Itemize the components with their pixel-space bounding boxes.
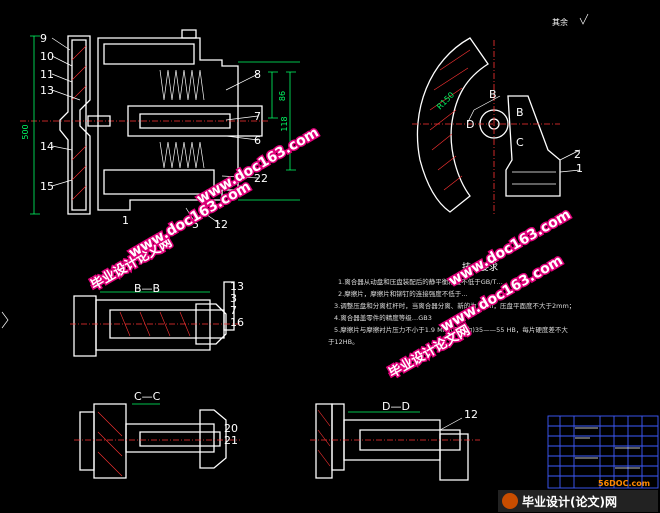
watermark-url-4: www.doc163.com <box>446 206 574 289</box>
section-cc-label-21: 21 <box>224 434 238 447</box>
part-label-1: 1 <box>122 214 129 227</box>
tech-req-line-2: 2.摩擦片，摩擦片和铆钉的连接强度不低于… <box>338 289 468 298</box>
watermark-url-1: www.doc163.com <box>126 178 254 261</box>
section-bb-title: B—B <box>134 282 160 295</box>
part-label-12: 12 <box>214 218 228 231</box>
section-cc-title: C—C <box>134 390 161 403</box>
detail-part-1: 1 <box>576 162 583 175</box>
part-label-10: 10 <box>40 50 54 63</box>
section-dd-view: D—D 12 <box>310 400 480 481</box>
technical-requirements: 技术要求 1.离合器从动盘和压盘装配后的静平衡精度不低于GB/T… 2.摩擦片，… <box>328 261 575 346</box>
detail-part-2: 2 <box>574 148 581 161</box>
title-block <box>547 415 659 489</box>
section-dd-label-12: 12 <box>464 408 478 421</box>
part-label-7: 7 <box>254 110 261 123</box>
part-label-14: 14 <box>40 140 54 153</box>
part-label-6: 6 <box>254 134 261 147</box>
tech-req-line-3: 3.调整压盘和分离杠杆时，当离合器分离、新的为1mm，压盘平面度不大于2mm； <box>334 301 575 310</box>
tech-req-title: 技术要求 <box>462 261 498 273</box>
detail-label-b-right: B <box>516 106 524 119</box>
part-label-9: 9 <box>40 32 47 45</box>
detail-view: B B D C 2 1 R150 <box>412 37 583 214</box>
main-assembly-view: 500 86 118 9 10 11 13 14 15 8 7 6 22 1 5… <box>20 29 300 231</box>
detail-label-c: C <box>516 136 524 149</box>
footer-logo: 56DOC.com 毕业设计(论文)网 <box>498 479 658 512</box>
section-cc-view: C—C 20 21 <box>74 390 240 479</box>
footer-logo-icon <box>502 493 518 509</box>
tech-req-line-4: 4.离合器盖零件的精度等级…GB3 <box>334 313 432 322</box>
part-label-11: 11 <box>40 68 54 81</box>
part-label-15: 15 <box>40 180 54 193</box>
dim-500: 500 <box>21 124 30 139</box>
footer-url: 56DOC.com <box>598 479 650 488</box>
section-bb-label-7: 7 <box>230 304 237 317</box>
section-bb-view: B—B 13 3 7 16 <box>70 280 244 357</box>
dim-118: 118 <box>280 116 289 131</box>
edge-marker <box>1 311 9 329</box>
radius-dim: R150 <box>435 90 456 111</box>
tech-req-line-5: 5.摩擦片与摩擦衬片压力不小于1.9 MPa(压紧力)35——55 HB，每片硬… <box>334 325 568 334</box>
section-cc-label-20: 20 <box>224 422 238 435</box>
part-label-22: 22 <box>254 172 268 185</box>
section-bb-label-3: 3 <box>230 292 237 305</box>
detail-label-b-top: B <box>489 88 497 101</box>
footer-name: 毕业设计(论文)网 <box>522 494 617 509</box>
section-dd-title: D—D <box>382 400 410 413</box>
tech-req-line-6: 于12HB。 <box>328 338 359 346</box>
detail-label-d: D <box>466 118 474 131</box>
section-bb-label-13: 13 <box>230 280 244 293</box>
roughness-icon <box>579 13 589 25</box>
part-label-13: 13 <box>40 84 54 97</box>
part-label-5: 5 <box>192 218 199 231</box>
section-bb-label-16: 16 <box>230 316 244 329</box>
part-label-8: 8 <box>254 68 261 81</box>
dim-86: 86 <box>278 91 287 101</box>
tech-req-line-1: 1.离合器从动盘和压盘装配后的静平衡精度不低于GB/T… <box>338 277 503 286</box>
roughness-note: 其余 <box>552 17 568 27</box>
